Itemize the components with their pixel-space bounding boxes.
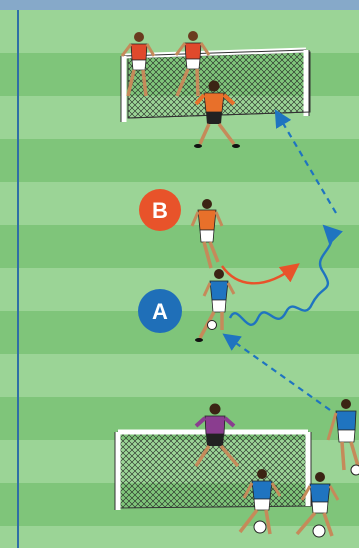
- badge-a-label: A: [152, 299, 168, 324]
- top-strip: [0, 0, 359, 10]
- soccer-ball-icon: [254, 521, 266, 533]
- soccer-ball-icon: [351, 465, 359, 475]
- pitch-stripe: [0, 526, 359, 548]
- pitch-stripe: [0, 354, 359, 397]
- soccer-ball-icon: [313, 525, 325, 537]
- pitch-stripe: [0, 10, 359, 53]
- soccer-ball-icon: [208, 321, 217, 330]
- pitch-stripe: [0, 225, 359, 268]
- badge-b-label: B: [152, 198, 168, 223]
- badge-a: A: [138, 289, 182, 333]
- badge-b: B: [139, 189, 181, 231]
